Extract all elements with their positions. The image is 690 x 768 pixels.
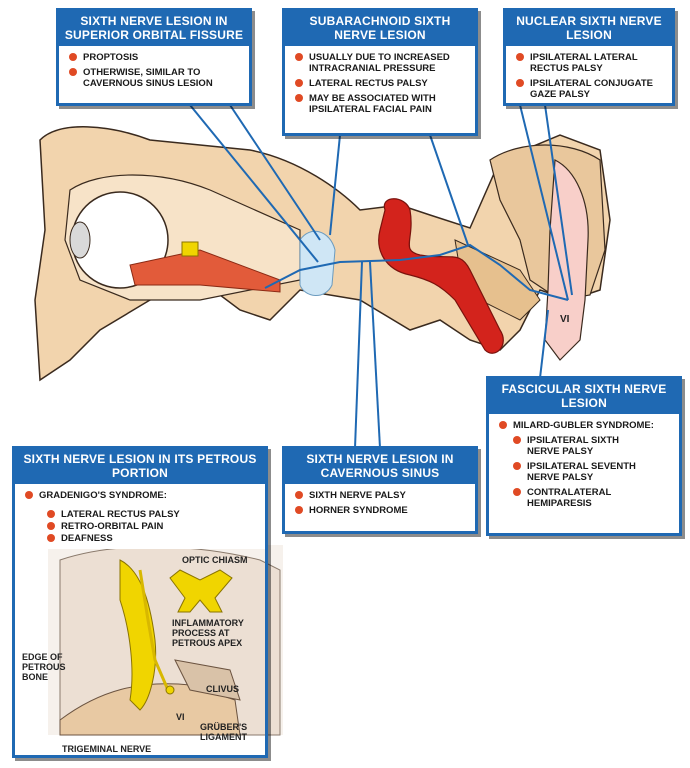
leader-subarachnoid xyxy=(329,134,341,236)
carotid-artery xyxy=(378,198,504,354)
box-superior-orbital-title: SIXTH NERVE LESION IN SUPERIOR ORBITAL F… xyxy=(59,11,249,46)
list-item: DEAFNESS xyxy=(45,533,259,544)
list-item: OTHERWISE, SIMILAR TO CAVERNOUS SINUS LE… xyxy=(67,67,243,89)
label-optic-chiasm: OPTIC CHIASM xyxy=(182,555,248,565)
box-subarachnoid: SUBARACHNOID SIXTH NERVE LESION USUALLY … xyxy=(282,8,478,136)
label-gruber-ligament: GRÜBER'S LIGAMENT xyxy=(200,722,248,742)
list-item: MILARD-GUBLER SYNDROME: xyxy=(497,420,673,431)
list-item: IPSILATERAL SIXTH NERVE PALSY xyxy=(511,435,673,457)
box-superior-orbital-list: PROPTOSIS OTHERWISE, SIMILAR TO CAVERNOU… xyxy=(59,46,249,97)
vi-main-label: VI xyxy=(560,314,570,325)
list-item: SIXTH NERVE PALSY xyxy=(293,490,469,501)
list-item: CONTRALATERAL HEMIPARESIS xyxy=(511,487,673,509)
list-item: IPSILATERAL CONJUGATE GAZE PALSY xyxy=(514,78,666,100)
lateral-rectus-muscle xyxy=(129,249,281,293)
label-trigeminal-nerve: TRIGEMINAL NERVE xyxy=(62,744,152,754)
petrous-inset xyxy=(48,545,283,736)
label-clivus: CLIVUS xyxy=(206,684,240,694)
list-item: IPSILATERAL LATERAL RECTUS PALSY xyxy=(514,52,666,74)
leader-cavernous-2 xyxy=(369,261,381,449)
list-item: HORNER SYNDROME xyxy=(293,505,469,516)
label-vi-inset: VI xyxy=(176,712,185,722)
box-fascicular-list: MILARD-GUBLER SYNDROME: IPSILATERAL SIXT… xyxy=(489,414,679,517)
label-edge-petrous-bone: EDGE OF PETROUS BONE xyxy=(22,652,66,682)
list-item: IPSILATERAL SEVENTH NERVE PALSY xyxy=(511,461,673,483)
leader-cavernous xyxy=(354,261,363,449)
leader-fascicular xyxy=(539,309,549,379)
list-item: RETRO-ORBITAL PAIN xyxy=(45,521,259,532)
list-item: PROPTOSIS xyxy=(67,52,243,63)
box-petrous-sublist: LATERAL RECTUS PALSY RETRO-ORBITAL PAIN … xyxy=(15,509,265,549)
box-nuclear-title: NUCLEAR SIXTH NERVE LESION xyxy=(506,11,672,46)
list-item: USUALLY DUE TO INCREASED INTRACRANIAL PR… xyxy=(293,52,469,74)
box-petrous-list: GRADENIGO'S SYNDROME: xyxy=(15,484,265,509)
optic-chiasm-shape xyxy=(169,569,233,613)
box-petrous: SIXTH NERVE LESION IN ITS PETROUS PORTIO… xyxy=(12,446,268,758)
box-cavernous-title: SIXTH NERVE LESION IN CAVERNOUS SINUS xyxy=(285,449,475,484)
box-nuclear-list: IPSILATERAL LATERAL RECTUS PALSY IPSILAT… xyxy=(506,46,672,108)
cornea xyxy=(69,221,91,259)
box-cavernous-list: SIXTH NERVE PALSY HORNER SYNDROME xyxy=(285,484,475,524)
leader-nuclear xyxy=(519,104,569,301)
gruber-point xyxy=(165,685,175,695)
box-fascicular: FASCICULAR SIXTH NERVE LESION MILARD-GUB… xyxy=(486,376,682,536)
box-cavernous: SIXTH NERVE LESION IN CAVERNOUS SINUS SI… xyxy=(282,446,478,534)
leader-nuclear-2 xyxy=(544,104,573,296)
list-item: LATERAL RECTUS PALSY xyxy=(293,78,469,89)
label-inflammatory-process: INFLAMMATORY PROCESS AT PETROUS APEX xyxy=(172,618,244,648)
leader-superior-orbital xyxy=(189,104,319,263)
list-item: MAY BE ASSOCIATED WITH IPSILATERAL FACIA… xyxy=(293,93,469,115)
list-item: LATERAL RECTUS PALSY xyxy=(45,509,259,520)
muscle-tendon xyxy=(181,241,199,257)
leader-superior-orbital-2 xyxy=(229,104,321,241)
box-nuclear: NUCLEAR SIXTH NERVE LESION IPSILATERAL L… xyxy=(503,8,675,106)
box-superior-orbital: SIXTH NERVE LESION IN SUPERIOR ORBITAL F… xyxy=(56,8,252,106)
leader-subarachnoid-2 xyxy=(429,134,469,246)
box-subarachnoid-title: SUBARACHNOID SIXTH NERVE LESION xyxy=(285,11,475,46)
box-subarachnoid-list: USUALLY DUE TO INCREASED INTRACRANIAL PR… xyxy=(285,46,475,123)
inset-sixth-nerve xyxy=(138,569,170,691)
list-item: GRADENIGO'S SYNDROME: xyxy=(23,490,259,501)
box-petrous-title: SIXTH NERVE LESION IN ITS PETROUS PORTIO… xyxy=(15,449,265,484)
sixth-nerve-path xyxy=(264,243,569,301)
cavernous-sinus xyxy=(299,230,336,296)
clivus-shape xyxy=(174,659,241,701)
box-fascicular-title: FASCICULAR SIXTH NERVE LESION xyxy=(489,379,679,414)
